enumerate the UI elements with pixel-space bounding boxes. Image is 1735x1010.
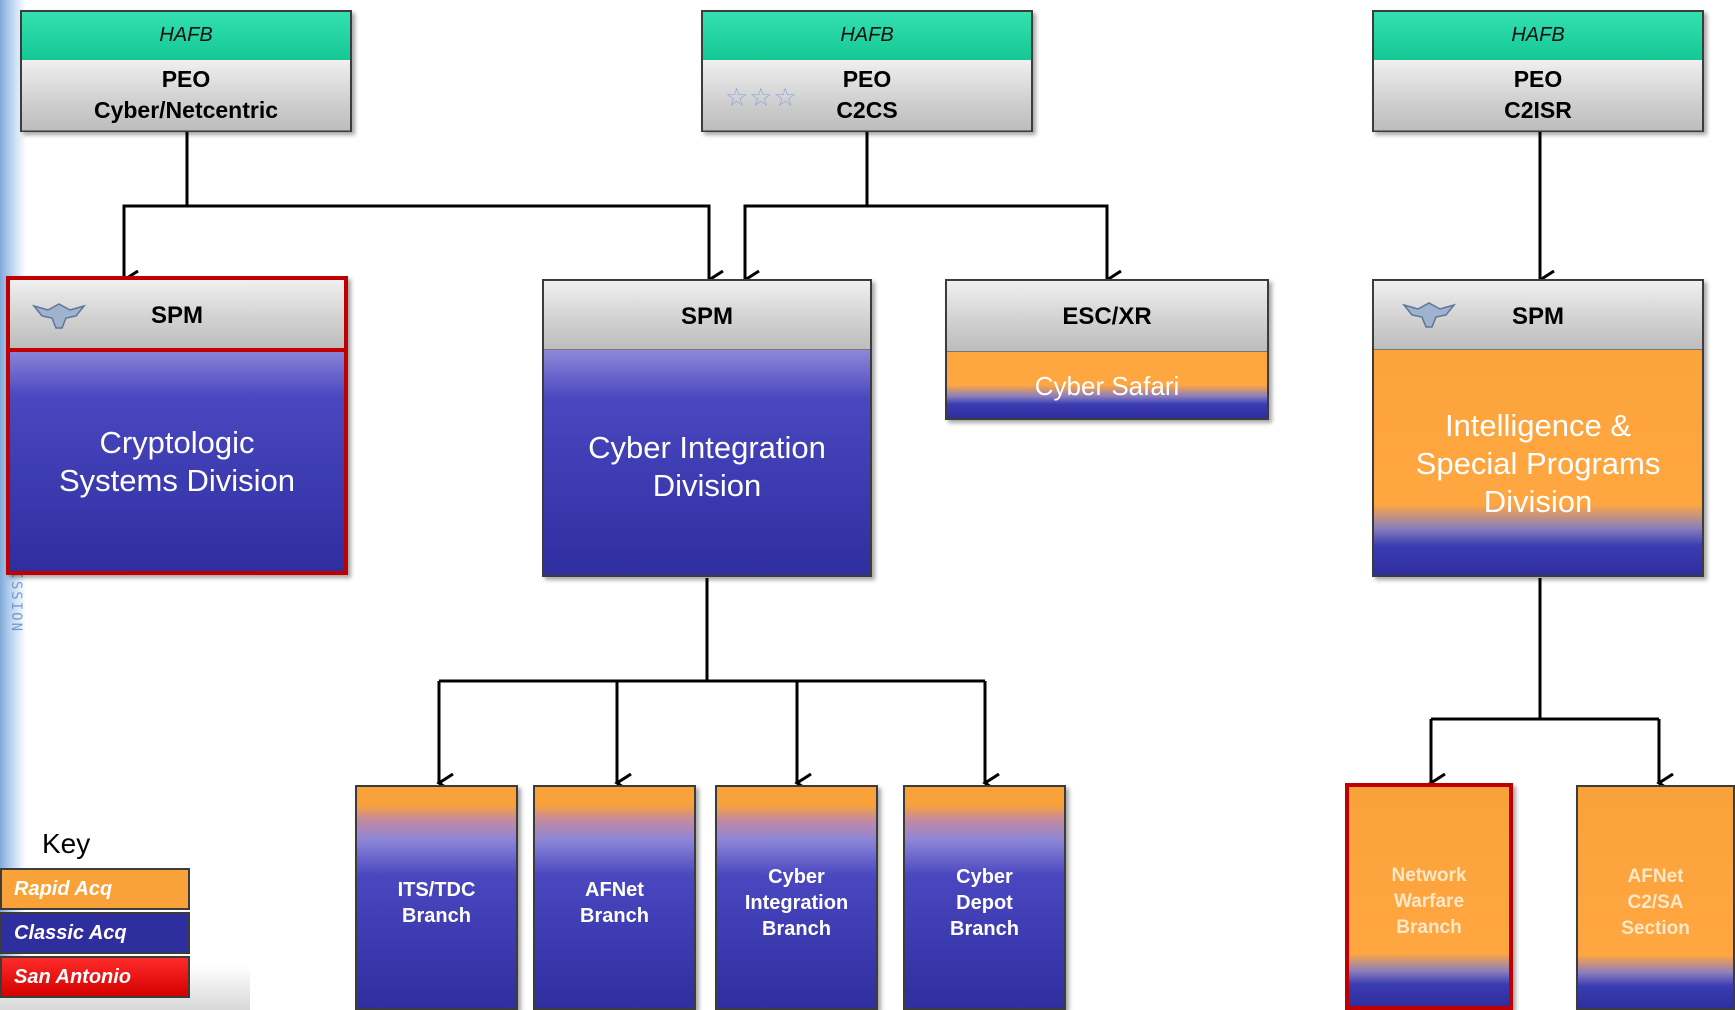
- peo-title-line1: PEO: [161, 66, 211, 92]
- peo-title-line1: PEO: [842, 66, 892, 92]
- peo-title-line1: PEO: [1513, 66, 1563, 92]
- connector-peo1-to-spm-cryptologic: [124, 131, 189, 280]
- branch-name: AFNet Branch: [535, 877, 694, 929]
- peo-title: PEO Cyber/Netcentric: [22, 64, 350, 126]
- division-name-line1: Cryptologic: [99, 425, 255, 460]
- branch-name-line2: Integration: [744, 892, 849, 914]
- spm-header-band: [544, 281, 870, 350]
- cyber-integration-division-box: SPM Cyber Integration Division: [542, 279, 872, 577]
- branch-name-line1: Cyber: [956, 866, 1013, 888]
- intelligence-special-programs-division-box: SPM Intelligence & Special Programs Divi…: [1372, 279, 1704, 577]
- division-name-line1: Intelligence &: [1444, 408, 1632, 443]
- cyber-safari-box: ESC/XR Cyber Safari: [945, 279, 1269, 420]
- division-name: Cyber Safari: [947, 371, 1267, 401]
- branch-name-line1: ITS/TDC: [397, 879, 476, 901]
- colonel-eagle-icon: [1402, 302, 1456, 328]
- key-item-san-antonio: San Antonio: [0, 956, 190, 998]
- key-title: Key: [42, 828, 91, 859]
- peo-header-band: [22, 60, 350, 131]
- its-tdc-branch-box: ITS/TDC Branch: [355, 785, 518, 1010]
- peo-c2isr-box: HAFB PEO C2ISR: [1372, 10, 1704, 132]
- connector-peo2-to-spm-cyber-integration: [745, 131, 869, 280]
- key-item-classic-acq: Classic Acq: [0, 912, 190, 954]
- peo-header-band: [703, 60, 1031, 131]
- branch-name: Network Warfare Branch: [1349, 863, 1509, 941]
- esc-xr-header-band: [947, 281, 1267, 352]
- connector-isp-to-network-warfare: [1431, 717, 1659, 783]
- cyber-depot-branch-box: Cyber Depot Branch: [903, 785, 1066, 1010]
- division-name: Cryptologic Systems Division: [10, 424, 344, 500]
- branch-name-line2: Branch: [402, 905, 471, 927]
- peo-title: PEO C2ISR: [1374, 64, 1702, 126]
- location-band: HAFB: [703, 12, 1031, 62]
- key-item-rapid-acq: Rapid Acq: [0, 868, 190, 910]
- branch-name: Cyber Depot Branch: [905, 864, 1064, 942]
- branch-name: ITS/TDC Branch: [357, 877, 516, 929]
- peo-title-line2: C2ISR: [1504, 97, 1572, 123]
- branch-name-line2: C2/SA: [1627, 892, 1684, 913]
- cyber-integration-branch-box: Cyber Integration Branch: [715, 785, 878, 1010]
- connector-peo1-to-spm-cyber-integration: [187, 204, 709, 280]
- peo-title-line2: C2CS: [836, 97, 898, 123]
- division-name-line1: Cyber Integration: [588, 430, 826, 465]
- location-band: HAFB: [1374, 12, 1702, 62]
- branch-name: Cyber Integration Branch: [717, 864, 876, 942]
- division-name-line2: Special Programs: [1415, 446, 1661, 481]
- location-label: HAFB: [840, 24, 894, 46]
- division-header: SPM: [150, 302, 203, 329]
- division-header: SPM: [1511, 303, 1564, 330]
- branch-name-line1: AFNet: [585, 879, 644, 901]
- division-name-line1: Cyber Safari: [1034, 371, 1180, 401]
- three-star-rank-icon: ☆☆☆: [725, 82, 798, 112]
- peo-title-line2: Cyber/Netcentric: [93, 97, 279, 123]
- division-name-line3: Division: [1483, 484, 1593, 519]
- branch-name-line3: Section: [1621, 918, 1690, 939]
- division-header: ESC/XR: [1062, 303, 1152, 330]
- cryptologic-systems-division-box: SPM Cryptologic Systems Division: [6, 276, 348, 575]
- connector-peo2-to-esc-xr: [867, 204, 1107, 280]
- division-name: Intelligence & Special Programs Division: [1374, 407, 1702, 521]
- branch-name-line3: Branch: [1396, 917, 1462, 938]
- location-label: HAFB: [1511, 24, 1565, 46]
- branch-name-line3: Branch: [762, 918, 831, 940]
- location-label: HAFB: [159, 24, 213, 46]
- division-name-line2: Division: [652, 468, 762, 503]
- branch-name-line3: Branch: [950, 918, 1019, 940]
- branch-name-line1: AFNet: [1627, 866, 1684, 887]
- branch-name-line2: Warfare: [1393, 891, 1465, 912]
- branch-name-line1: Network: [1391, 865, 1467, 886]
- peo-title: PEO C2CS: [703, 64, 1031, 126]
- peo-c2cs-box: HAFB ☆☆☆ PEO C2CS: [701, 10, 1033, 132]
- branch-name-line2: Depot: [956, 892, 1013, 914]
- branch-name-line1: Cyber: [768, 866, 825, 888]
- division-name: Cyber Integration Division: [544, 429, 870, 505]
- division-header: SPM: [680, 303, 733, 330]
- location-band: HAFB: [22, 12, 350, 62]
- connector-cid-to-its-tdc: [439, 679, 985, 783]
- afnet-c2sa-section-box: AFNet C2/SA Section: [1576, 785, 1735, 1010]
- colonel-eagle-icon: [32, 303, 86, 329]
- peo-cyber-netcentric-box: HAFB PEO Cyber/Netcentric: [20, 10, 352, 132]
- branch-name-line2: Branch: [580, 905, 649, 927]
- network-warfare-branch-box: Network Warfare Branch: [1345, 783, 1513, 1010]
- peo-header-band: [1374, 60, 1702, 131]
- branch-name: AFNet C2/SA Section: [1578, 864, 1733, 942]
- strip-watermark-text: MISSION: [8, 560, 24, 634]
- division-name-line2: Systems Division: [59, 463, 295, 498]
- afnet-branch-box: AFNet Branch: [533, 785, 696, 1010]
